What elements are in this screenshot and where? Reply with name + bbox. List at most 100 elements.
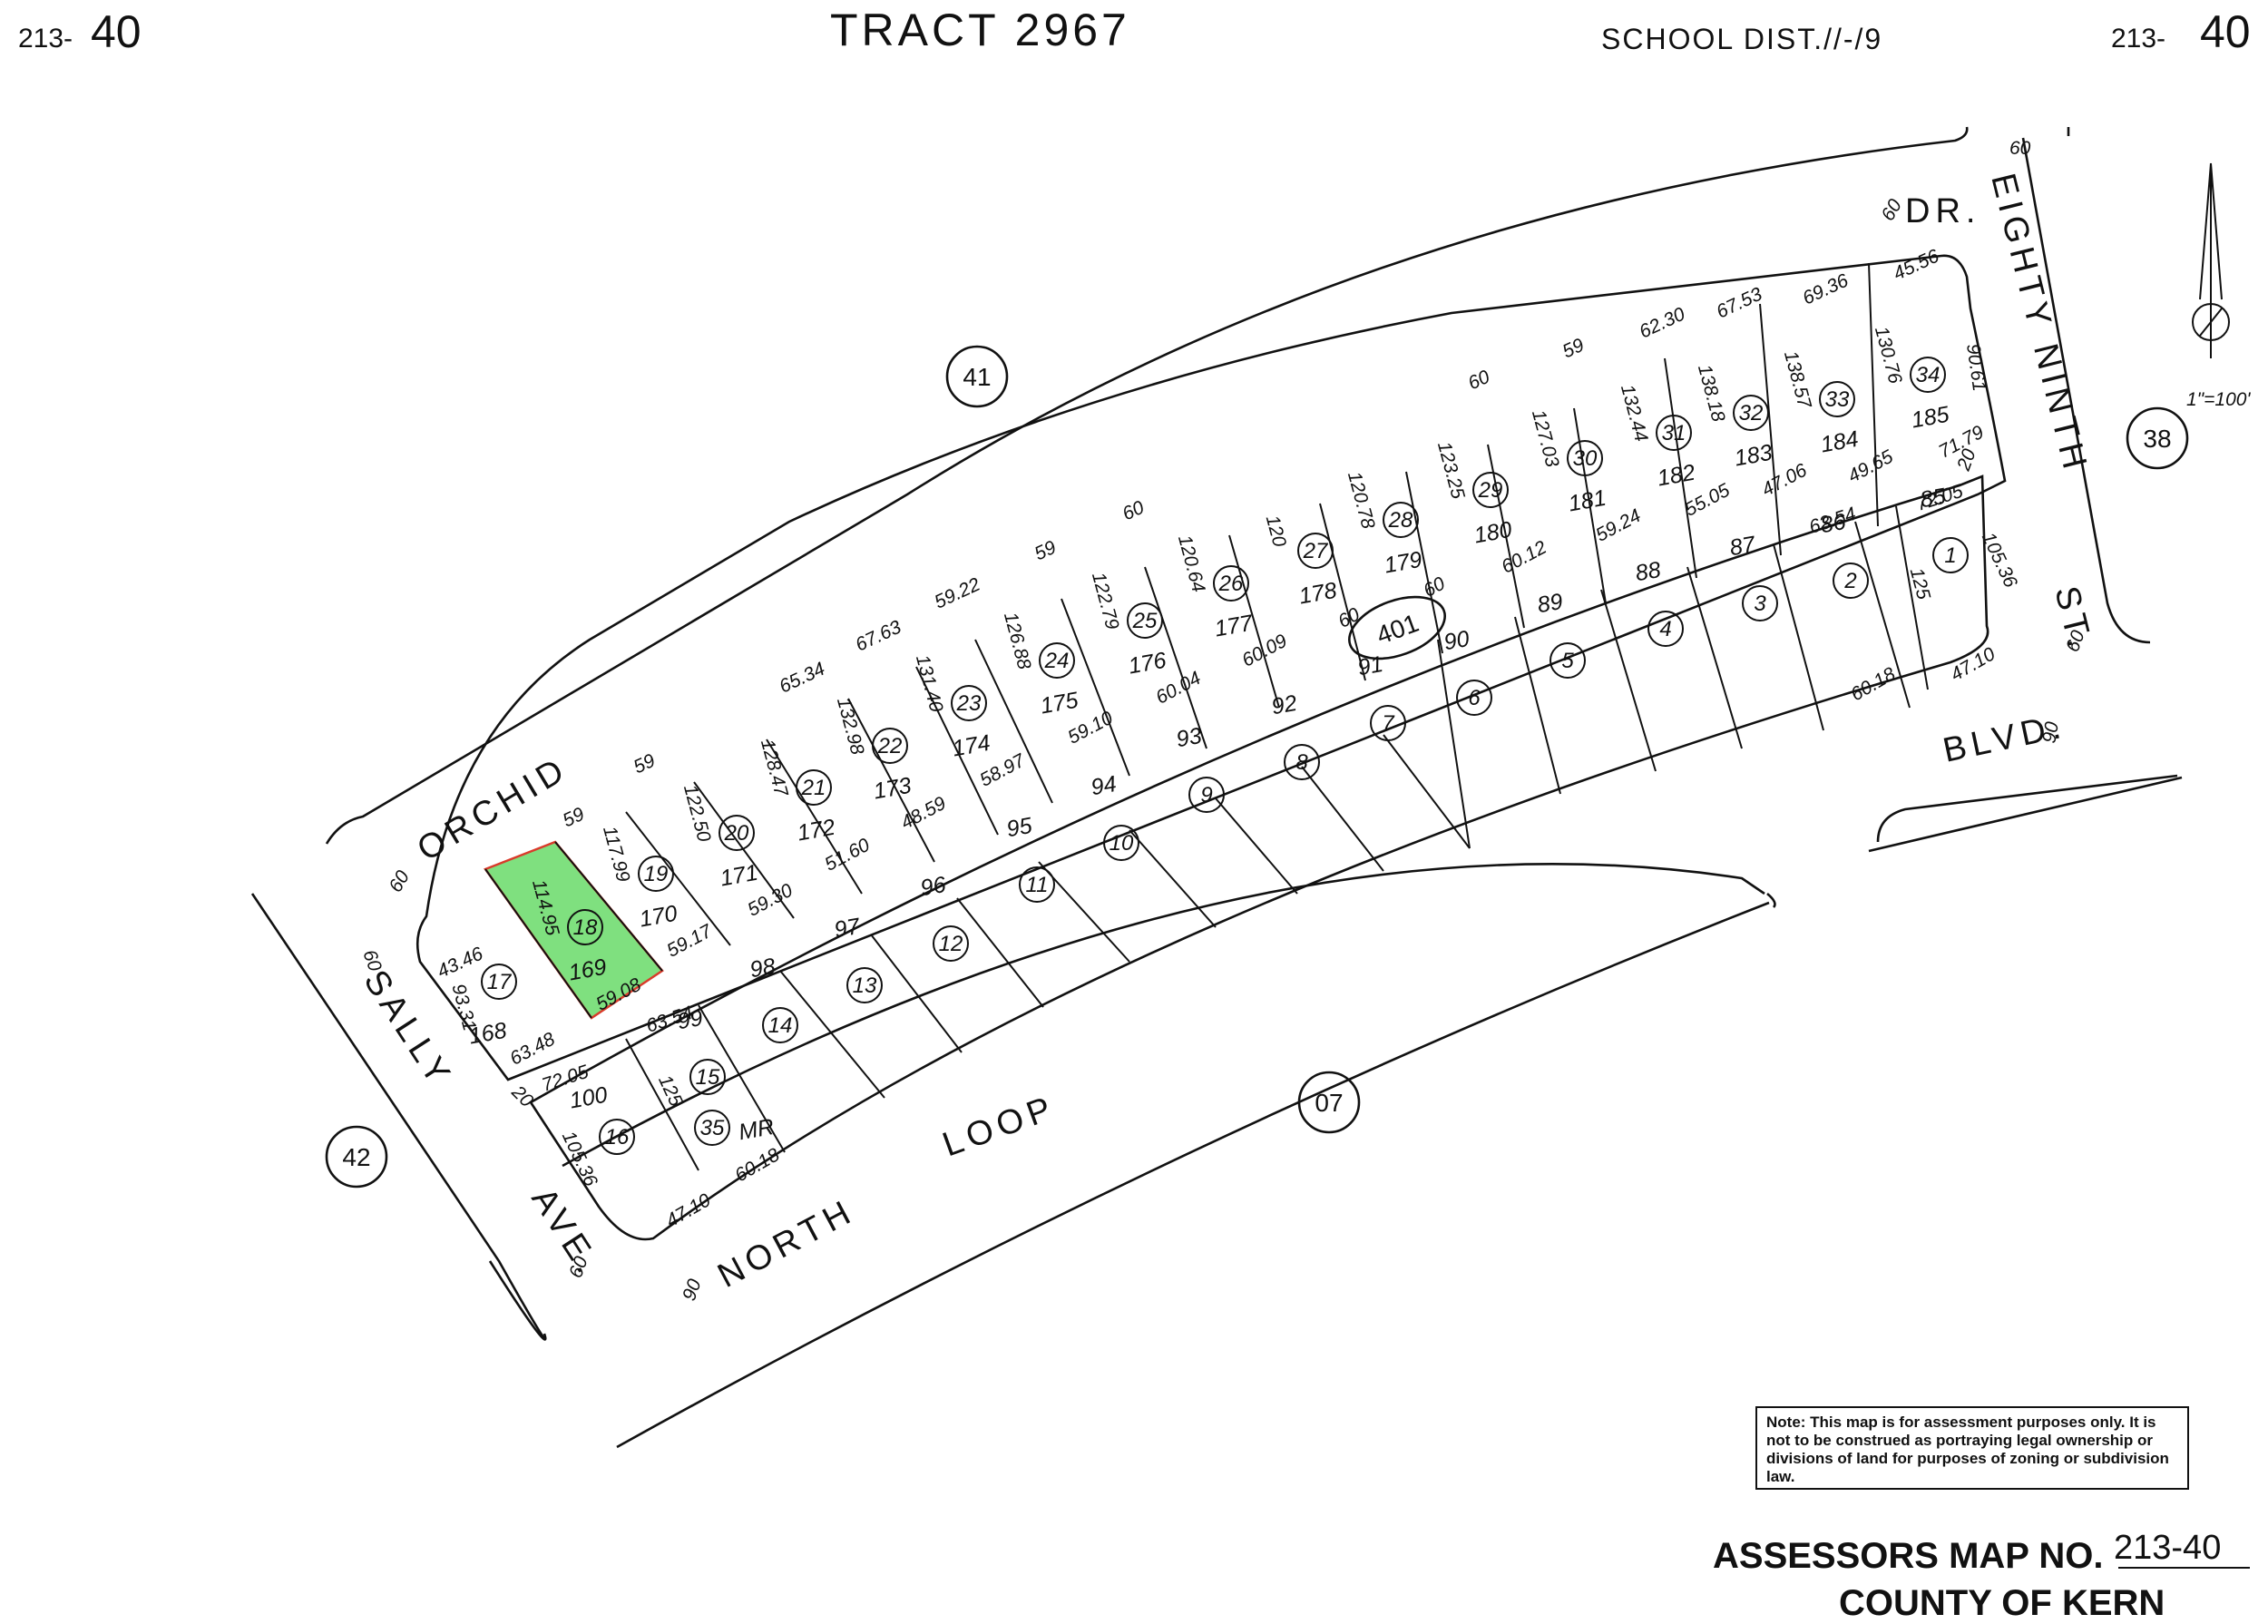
header-id-right-small: 213- [2111, 24, 2165, 54]
lot-19-front: 59 [631, 750, 659, 778]
page-title: TRACT 2967 [830, 5, 1130, 55]
lot-32-side: 138.18 [1694, 362, 1729, 424]
parcel-183: 183 [1733, 440, 1774, 472]
svg-text:28: 28 [1388, 508, 1413, 533]
lot-27[interactable]: 27 [1297, 533, 1334, 569]
lot-19-side: 117.99 [599, 824, 634, 885]
lot-12[interactable]: 12 [933, 925, 969, 962]
lot-23[interactable]: 23 [951, 685, 987, 721]
lot-17-side: 93.31 [447, 982, 480, 1033]
parcel-99: 99 [675, 1005, 704, 1034]
svg-text:27: 27 [1303, 539, 1329, 563]
lot-26[interactable]: 26 [1213, 565, 1249, 602]
svg-text:5: 5 [1561, 649, 1574, 673]
lot-34-east-side: 90.61 [1962, 342, 1989, 392]
parcel-91: 91 [1355, 651, 1384, 680]
lot-34[interactable]: 34 [1910, 357, 1946, 393]
lot-4[interactable]: 4 [1647, 611, 1684, 647]
svg-text:41: 41 [963, 363, 991, 391]
width-dr: 60 [1877, 195, 1906, 224]
lot-2-rear: 60.18 [1847, 663, 1899, 705]
lot-28-side: 120.78 [1344, 469, 1379, 531]
map-scale: 1"=100' [2186, 389, 2251, 410]
blvd-south-edge-upper [1868, 776, 2183, 853]
sally-ave-west-edge [250, 893, 546, 1339]
county-name: COUNTY OF KERN [1839, 1583, 2165, 1623]
svg-text:15: 15 [696, 1065, 720, 1090]
svg-text:35: 35 [700, 1116, 725, 1140]
lot-33[interactable]: 33 [1819, 381, 1855, 417]
svg-text:34: 34 [1916, 363, 1941, 387]
lot-22[interactable]: 22 [872, 728, 908, 764]
svg-text:30: 30 [1573, 446, 1598, 471]
disclaimer-note: Note: This map is for assessment purpose… [1755, 1406, 2189, 1490]
north-loop-south-edge [616, 901, 1770, 1449]
svg-text:19: 19 [644, 862, 669, 886]
parcel-172: 172 [796, 815, 837, 846]
disclaimer-text: Note: This map is for assessment purpose… [1766, 1414, 2169, 1485]
lot-19[interactable]: 19 [638, 856, 674, 892]
lot-15[interactable]: 15 [689, 1059, 726, 1095]
parcel-184: 184 [1819, 426, 1861, 458]
lot-29-side: 123.25 [1433, 439, 1469, 501]
lot-21[interactable]: 21 [796, 769, 832, 806]
parcel-171: 171 [719, 860, 760, 892]
lot-29[interactable]: 29 [1472, 472, 1509, 508]
block-42: 42 [325, 1125, 388, 1189]
lot-25-side: 122.79 [1088, 570, 1123, 631]
lot-18[interactable]: 18 [567, 909, 603, 945]
lot-6[interactable]: 6 [1456, 680, 1492, 716]
lot-32[interactable]: 32 [1733, 395, 1769, 431]
upper-block-outline [415, 254, 2007, 1081]
lot-9[interactable]: 9 [1188, 777, 1225, 813]
parcel-96: 96 [918, 872, 947, 901]
svg-text:42: 42 [342, 1143, 370, 1171]
parcel-92: 92 [1269, 690, 1298, 719]
lot-16[interactable]: 16 [599, 1119, 635, 1155]
svg-text:29: 29 [1478, 478, 1503, 503]
svg-text:14: 14 [768, 1013, 793, 1038]
lot-31[interactable]: 31 [1656, 415, 1692, 451]
parcel-90: 90 [1442, 626, 1471, 655]
lot-17[interactable]: 17 [481, 964, 517, 1000]
svg-text:4: 4 [1659, 617, 1671, 641]
lot-7[interactable]: 7 [1370, 705, 1406, 741]
orchid-dr-north-edge [325, 126, 1969, 845]
lot-16-rear: 47.10 [662, 1189, 714, 1231]
parcel-176: 176 [1127, 648, 1168, 680]
lot-14[interactable]: 14 [762, 1007, 798, 1043]
lot-20[interactable]: 20 [719, 815, 755, 851]
lot-10[interactable]: 10 [1103, 825, 1139, 861]
lot-1[interactable]: 1 [1932, 537, 1969, 573]
lot-24[interactable]: 24 [1039, 642, 1075, 679]
lot-1-rear: 47.10 [1947, 643, 1999, 685]
svg-text:6: 6 [1468, 686, 1481, 710]
svg-text:33: 33 [1825, 387, 1850, 412]
parcel-94: 94 [1089, 771, 1118, 800]
width-north-loop: 90 [679, 1277, 706, 1304]
lot-5[interactable]: 5 [1549, 642, 1586, 679]
lot-8[interactable]: 8 [1284, 744, 1320, 780]
parcel-185: 185 [1910, 402, 1951, 434]
width-orchid: 60 [385, 866, 414, 895]
lot-3[interactable]: 3 [1742, 585, 1778, 621]
lot-15-side: 125 [654, 1072, 687, 1110]
lot-30[interactable]: 30 [1567, 440, 1603, 476]
svg-text:07: 07 [1315, 1089, 1343, 1117]
lot-35[interactable]: 35 [694, 1110, 730, 1146]
lot-35-rear: 60.18 [731, 1144, 783, 1186]
block-41: 41 [945, 345, 1009, 408]
lot-25[interactable]: 25 [1127, 602, 1163, 639]
block-07: 07 [1297, 1071, 1361, 1134]
lot-28[interactable]: 28 [1383, 502, 1419, 538]
assessors-map-number: 213-40 [2114, 1529, 2221, 1567]
lot-11[interactable]: 11 [1019, 866, 1055, 903]
lot-34-front: 45.56 [1891, 245, 1943, 284]
parcel-181: 181 [1567, 485, 1608, 517]
lot-2[interactable]: 2 [1833, 563, 1869, 599]
width-eighty-ninth: 60 [2009, 138, 2031, 159]
svg-text:2: 2 [1843, 569, 1856, 593]
parcel-174: 174 [951, 730, 992, 762]
lot-13[interactable]: 13 [846, 967, 883, 1003]
street-dr: DR. [1905, 192, 1980, 230]
